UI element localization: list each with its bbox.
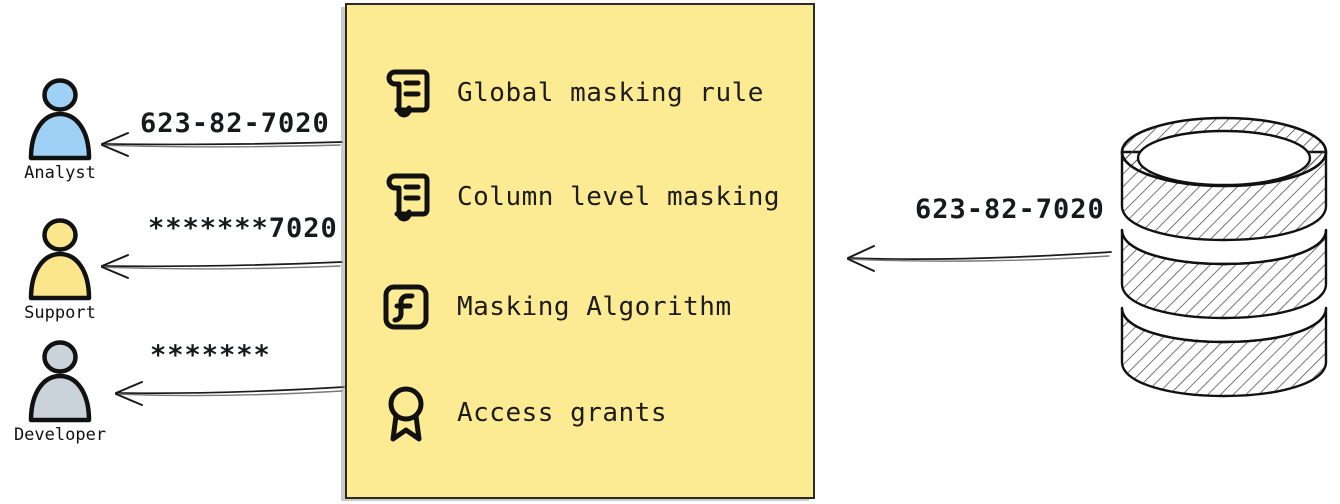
actor-label: Support (24, 303, 96, 323)
actor-analyst[interactable]: Analyst (0, 78, 120, 183)
policy-row[interactable]: Access grants (379, 383, 667, 443)
flow-label-analyst: 623-82-7020 (140, 108, 330, 139)
person-icon (28, 340, 92, 423)
scroll-icon (379, 63, 433, 123)
person-icon (28, 218, 92, 301)
scroll-icon (379, 167, 433, 227)
policy-label: Column level masking (457, 182, 781, 212)
function-icon (379, 277, 433, 337)
flow-arrow-database (847, 245, 1112, 272)
actor-label: Analyst (24, 163, 96, 183)
database-node[interactable] (1108, 112, 1340, 402)
flow-arrow-analyst (101, 132, 343, 157)
policy-row[interactable]: Global masking rule (379, 63, 764, 123)
award-icon (379, 383, 433, 443)
flow-arrow-support (101, 254, 343, 279)
flow-label-database: 623-82-7020 (915, 194, 1105, 225)
flow-arrow-developer (115, 381, 345, 406)
policy-panel: Global masking rule Column level masking… (345, 3, 815, 499)
actor-developer[interactable]: Developer (0, 340, 120, 445)
flow-label-developer: ******* (150, 340, 271, 371)
policy-label: Global masking rule (457, 78, 764, 108)
actor-label: Developer (13, 425, 107, 445)
flow-label-support: *******7020 (148, 213, 338, 244)
policy-label: Masking Algorithm (457, 292, 732, 322)
database-cylinder-icon (1120, 116, 1328, 398)
policy-row[interactable]: Masking Algorithm (379, 277, 732, 337)
policy-row[interactable]: Column level masking (379, 167, 780, 227)
policy-label: Access grants (457, 398, 667, 428)
actor-support[interactable]: Support (0, 218, 120, 323)
person-icon (28, 78, 92, 161)
